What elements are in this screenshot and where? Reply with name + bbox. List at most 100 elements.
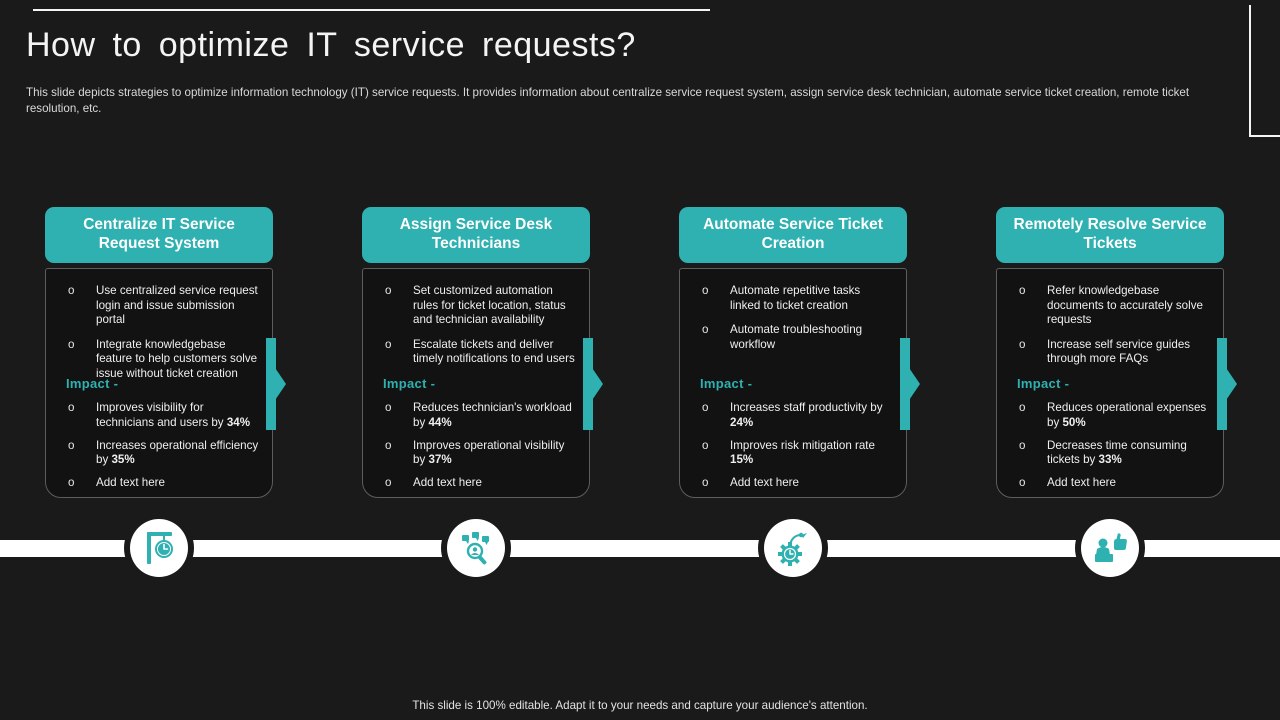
impact-label: Impact - bbox=[700, 376, 753, 391]
strategy-card-assign: Assign Service Desk Technicians o Set cu… bbox=[362, 207, 603, 498]
card-header: Automate Service Ticket Creation bbox=[679, 207, 907, 263]
strategy-card-automate: Automate Service Ticket Creation o Autom… bbox=[679, 207, 920, 498]
list-item: o Reduces technician's workload by 44% bbox=[377, 401, 579, 430]
corner-bracket-horizontal bbox=[1249, 135, 1280, 137]
impact-text: Improves visibility for technicians and … bbox=[96, 401, 251, 429]
list-item: o Add text here bbox=[377, 476, 579, 491]
impact-value: 37% bbox=[428, 453, 452, 467]
impact-value: 33% bbox=[1098, 453, 1122, 467]
bullet-marker: o bbox=[68, 475, 75, 489]
page-title: How to optimize IT service requests? bbox=[26, 26, 636, 64]
bullet-marker: o bbox=[1019, 438, 1026, 452]
slide-subtitle: This slide depicts strategies to optimiz… bbox=[26, 86, 1190, 115]
list-item: o Refer knowledgebase documents to accur… bbox=[1011, 284, 1213, 328]
card-header-label: Centralize IT Service Request System bbox=[83, 216, 235, 252]
impact-list: o Improves visibility for technicians an… bbox=[60, 401, 262, 490]
impact-text: Increases operational efficiency by 35% bbox=[96, 438, 259, 467]
card-body: o Set customized automation rules for ti… bbox=[362, 268, 590, 498]
impact-text: Add text here bbox=[96, 475, 165, 489]
list-item: o Improves visibility for technicians an… bbox=[60, 401, 262, 430]
bullet-marker: o bbox=[702, 323, 709, 337]
list-item: o Add text here bbox=[60, 476, 262, 491]
list-item: o Add text here bbox=[1011, 476, 1213, 491]
hanging-clock-icon bbox=[147, 532, 173, 564]
arrow-chevron-icon bbox=[266, 338, 286, 430]
list-item: o Add text here bbox=[694, 476, 896, 491]
list-item: o Integrate knowledgebase feature to hel… bbox=[60, 338, 262, 382]
list-item: o Improves operational visibility by 37% bbox=[377, 439, 579, 468]
bullet-marker: o bbox=[68, 401, 75, 415]
impact-value: 34% bbox=[226, 415, 251, 429]
icon-badge bbox=[1081, 519, 1139, 577]
impact-value: 50% bbox=[1062, 415, 1086, 429]
card-body: o Automate repetitive tasks linked to ti… bbox=[679, 268, 907, 498]
bullet-text: Set customized automation rules for tick… bbox=[413, 284, 566, 327]
impact-list: o Reduces technician's workload by 44% o… bbox=[377, 401, 579, 490]
bullet-marker: o bbox=[68, 284, 75, 297]
impact-list: o Increases staff productivity by 24% o … bbox=[694, 401, 896, 490]
impact-value: 15% bbox=[730, 453, 754, 467]
impact-value: 24% bbox=[730, 415, 754, 429]
card-header-label: Automate Service Ticket Creation bbox=[703, 216, 883, 252]
timeline-band bbox=[0, 540, 1280, 557]
bullet-text: Integrate knowledgebase feature to help … bbox=[96, 337, 258, 380]
impact-text: Improves risk mitigation rate 15% bbox=[730, 438, 875, 467]
icon-badge bbox=[130, 519, 188, 577]
card-header: Assign Service Desk Technicians bbox=[362, 207, 590, 263]
bullet-list: o Use centralized service request login … bbox=[60, 284, 262, 380]
bullet-list: o Set customized automation rules for ti… bbox=[377, 284, 579, 374]
bullet-marker: o bbox=[385, 475, 392, 489]
arrow-chevron-icon bbox=[583, 338, 603, 430]
bullet-marker: o bbox=[702, 284, 709, 297]
impact-label: Impact - bbox=[383, 376, 436, 391]
list-item: o Set customized automation rules for ti… bbox=[377, 284, 579, 328]
strategy-card-remote: Remotely Resolve Service Tickets o Refer… bbox=[996, 207, 1237, 498]
corner-bracket-vertical bbox=[1249, 5, 1251, 137]
bullet-marker: o bbox=[385, 401, 392, 415]
bullet-marker: o bbox=[702, 438, 709, 452]
bullet-marker: o bbox=[68, 337, 75, 351]
bullet-text: Automate repetitive tasks linked to tick… bbox=[730, 284, 861, 312]
satisfaction-thumbs-up-icon bbox=[1095, 533, 1127, 562]
impact-text: Add text here bbox=[413, 475, 482, 489]
list-item: o Increases staff productivity by 24% bbox=[694, 401, 896, 430]
bullet-text: Escalate tickets and deliver timely noti… bbox=[413, 337, 575, 366]
impact-text: Add text here bbox=[1047, 475, 1116, 489]
bullet-marker: o bbox=[1019, 337, 1026, 351]
impact-text: Decreases time consuming tickets by 33% bbox=[1047, 438, 1187, 467]
impact-text: Add text here bbox=[730, 475, 799, 489]
list-item: o Automate troubleshooting workflow bbox=[694, 323, 896, 352]
bullet-marker: o bbox=[702, 401, 709, 415]
bullet-marker: o bbox=[1019, 475, 1026, 489]
bullet-marker: o bbox=[1019, 284, 1026, 297]
list-item: o Reduces operational expenses by 50% bbox=[1011, 401, 1213, 430]
bullet-marker: o bbox=[68, 438, 75, 452]
impact-list: o Reduces operational expenses by 50% o … bbox=[1011, 401, 1213, 490]
list-item: o Improves risk mitigation rate 15% bbox=[694, 439, 896, 468]
impact-label: Impact - bbox=[1017, 376, 1070, 391]
bullet-marker: o bbox=[702, 475, 709, 489]
arrow-chevron-icon bbox=[900, 338, 920, 430]
impact-text: Reduces technician's workload by 44% bbox=[413, 401, 572, 429]
impact-text: Improves operational visibility by 37% bbox=[413, 438, 565, 467]
icon-badge bbox=[447, 519, 505, 577]
bullet-marker: o bbox=[385, 438, 392, 452]
bullet-marker: o bbox=[385, 337, 392, 351]
bullet-list: o Refer knowledgebase documents to accur… bbox=[1011, 284, 1213, 374]
top-rule-line bbox=[33, 9, 710, 11]
list-item: o Decreases time consuming tickets by 33… bbox=[1011, 439, 1213, 468]
list-item: o Increase self service guides through m… bbox=[1011, 338, 1213, 367]
impact-text: Reduces operational expenses by 50% bbox=[1047, 401, 1207, 429]
bullet-text: Automate troubleshooting workflow bbox=[730, 323, 863, 351]
arrow-chevron-icon bbox=[1217, 338, 1237, 430]
card-body: o Use centralized service request login … bbox=[45, 268, 273, 498]
search-technician-icon bbox=[462, 532, 489, 565]
list-item: o Automate repetitive tasks linked to ti… bbox=[694, 284, 896, 313]
card-header-label: Assign Service Desk Technicians bbox=[399, 216, 553, 252]
icon-badge bbox=[764, 519, 822, 577]
card-body: o Refer knowledgebase documents to accur… bbox=[996, 268, 1224, 498]
card-header-label: Remotely Resolve Service Tickets bbox=[1013, 216, 1207, 252]
footer-note: This slide is 100% editable. Adapt it to… bbox=[412, 699, 868, 712]
bullet-text: Increase self service guides through mor… bbox=[1047, 337, 1191, 366]
impact-text: Increases staff productivity by 24% bbox=[730, 401, 883, 429]
